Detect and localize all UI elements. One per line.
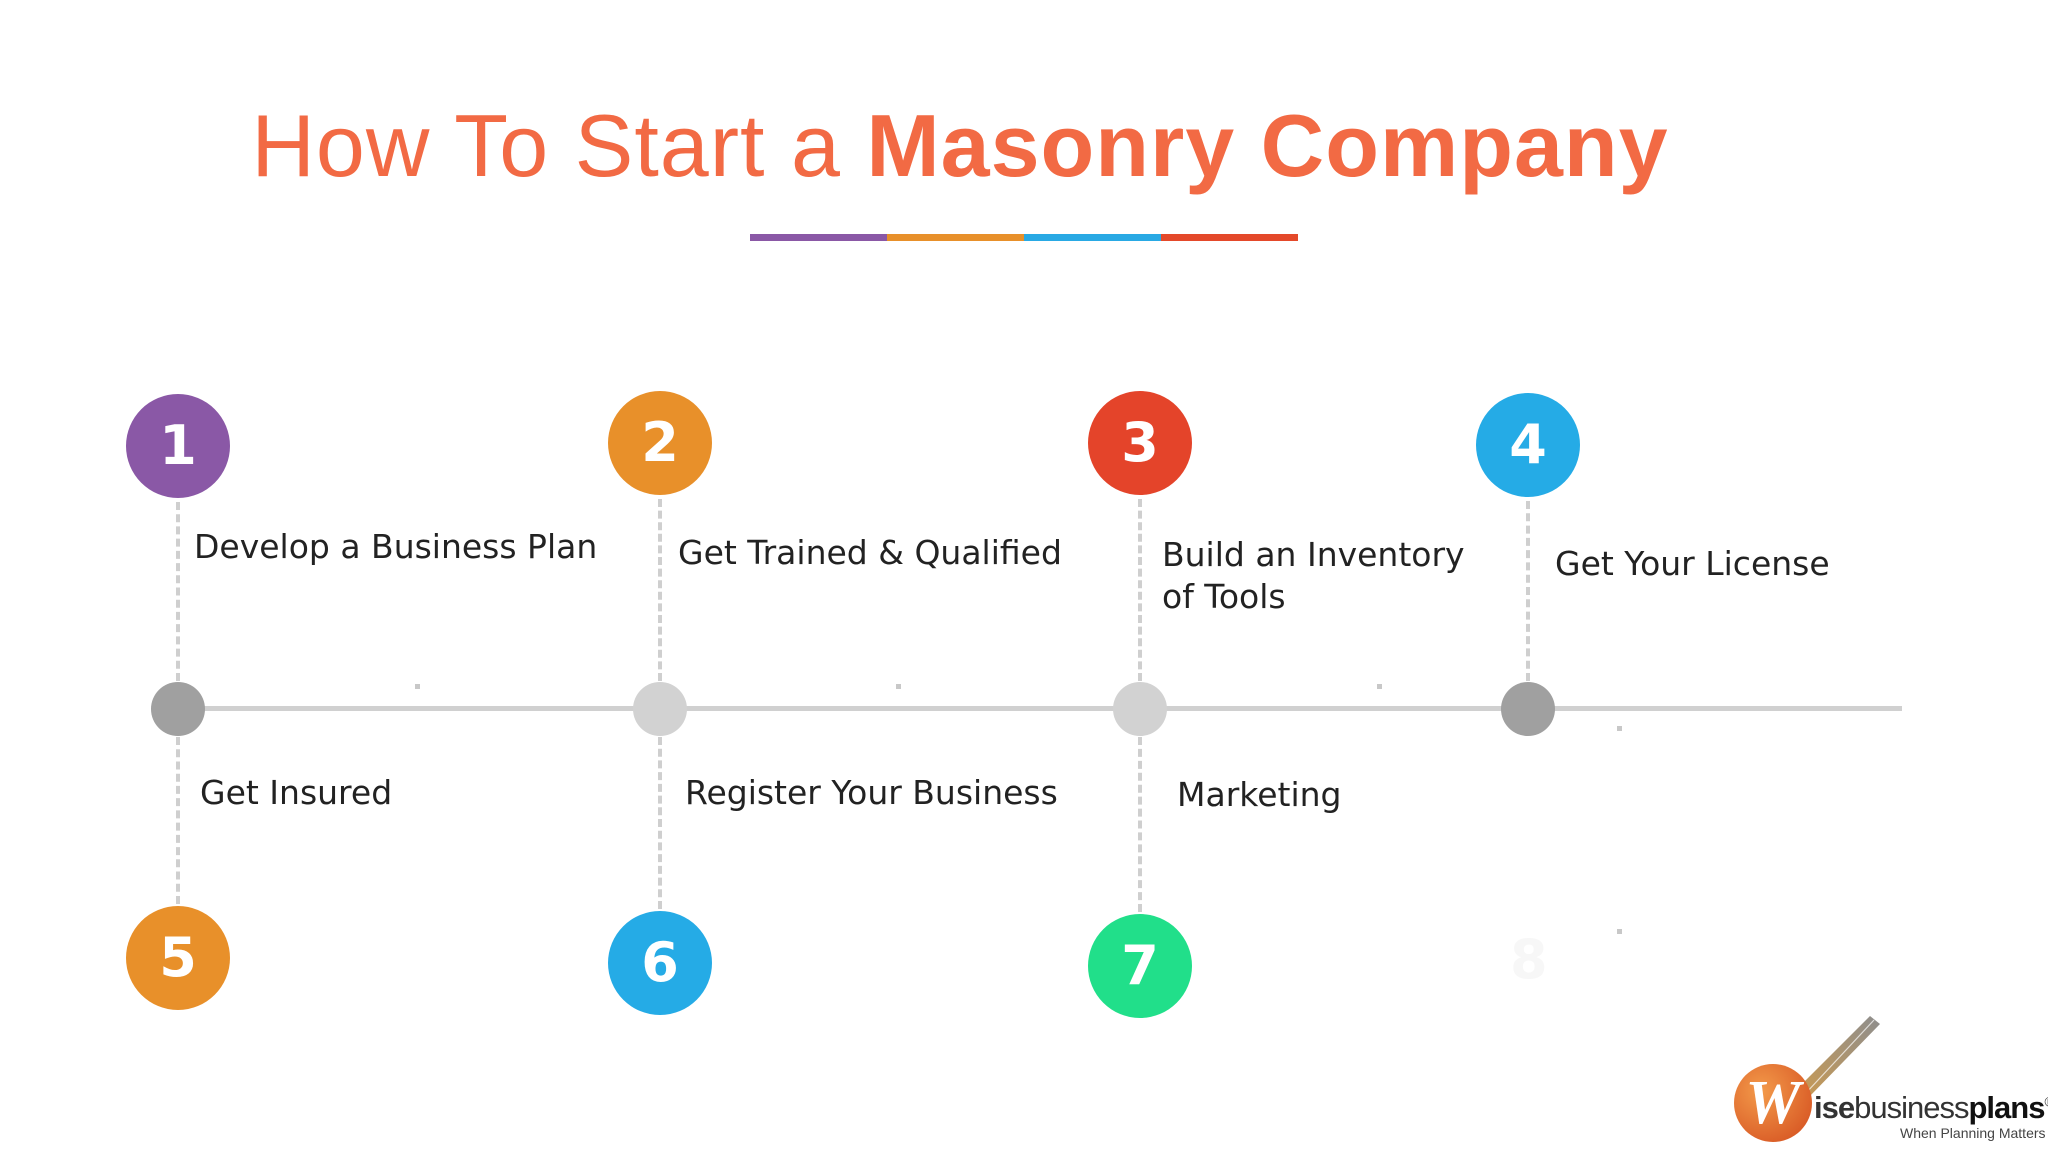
step-label-line: Get Trained & Qualified [678, 533, 1062, 572]
step-number-badge: 7 [1088, 914, 1192, 1018]
connector-top [658, 499, 662, 681]
connector-bottom [1138, 737, 1142, 912]
step-number-faint: 8 [1510, 928, 1548, 991]
step-label-line: Get Insured [200, 773, 393, 812]
step-label: Marketing [1177, 774, 1341, 816]
step-number-badge: 2 [608, 391, 712, 495]
step-number-badge: 5 [126, 906, 230, 1010]
timeline-node [633, 682, 687, 736]
wisebusinessplans-logo: W isebusinessplans® When Planning Matter… [1730, 1010, 2048, 1145]
connector-top [1526, 501, 1530, 681]
timeline-dot [1377, 684, 1382, 689]
timeline-dot [896, 684, 901, 689]
step-label-line: Get Your License [1555, 544, 1830, 583]
step-label-line: Register Your Business [685, 773, 1058, 812]
timeline-node [1113, 682, 1167, 736]
underline-segment [1161, 234, 1298, 241]
title-underline [750, 234, 1298, 241]
logo-tagline: When Planning Matters [1900, 1125, 2046, 1141]
timeline-dot [415, 684, 420, 689]
logo-word-business: business [1854, 1090, 1969, 1125]
logo-word-ise: ise [1814, 1090, 1855, 1125]
connector-top [176, 502, 180, 681]
title-bold: Masonry Company [866, 96, 1669, 195]
connector-bottom [658, 737, 662, 909]
logo-word-plans: plans [1968, 1090, 2045, 1125]
timeline-node [1501, 682, 1555, 736]
step-label: Get Insured [200, 772, 392, 814]
page-title: How To Start a Masonry Company [0, 95, 1920, 197]
registered-mark: ® [2044, 1094, 2048, 1110]
timeline-dot [1617, 726, 1622, 731]
underline-segment [1024, 234, 1161, 241]
logo-wordmark: isebusinessplans® [1814, 1090, 2048, 1126]
step-label: Get Trained & Qualified [678, 532, 1062, 574]
connector-bottom [176, 737, 180, 904]
logo-w-badge: W [1734, 1064, 1812, 1142]
step-label: Get Your License [1555, 543, 1830, 585]
timeline-dot [1617, 929, 1622, 934]
step-label: Register Your Business [685, 772, 1058, 814]
title-light: How To Start a [251, 96, 867, 195]
connector-top [1138, 499, 1142, 681]
timeline-line [176, 706, 1902, 711]
step-number-badge: 1 [126, 394, 230, 498]
timeline-node [151, 682, 205, 736]
step-label-line: Build an Inventory [1162, 535, 1465, 574]
underline-segment [750, 234, 887, 241]
step-label-line: of Tools [1162, 577, 1286, 616]
underline-segment [887, 234, 1024, 241]
step-label: Develop a Business Plan [194, 526, 597, 568]
step-label-line: Develop a Business Plan [194, 527, 598, 566]
step-number-badge: 6 [608, 911, 712, 1015]
step-label-line: Marketing [1177, 775, 1342, 814]
step-number-badge: 4 [1476, 393, 1580, 497]
step-number-badge: 3 [1088, 391, 1192, 495]
